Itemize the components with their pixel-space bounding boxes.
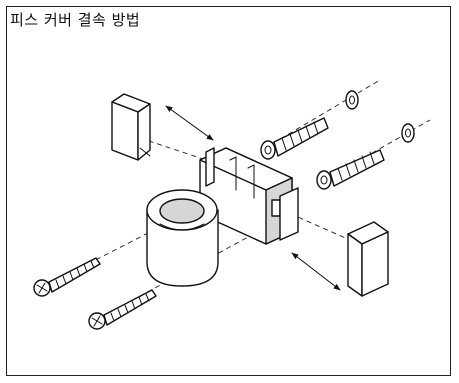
screw-upper (33, 257, 101, 297)
bracket-body (199, 147, 299, 245)
arrow-left-cover (165, 105, 214, 141)
page-title: 피스 커버 결속 방법 (10, 11, 141, 29)
slide-arrows (165, 105, 341, 291)
wall-anchor-top (260, 117, 329, 160)
arrow-right-cover (291, 252, 341, 291)
screw-cover-left (111, 93, 151, 161)
screw-cover-right (347, 221, 389, 297)
washer-right (401, 123, 415, 143)
screw-lower (88, 289, 157, 330)
wall-anchor-lower (316, 149, 385, 190)
washer-top (345, 90, 359, 110)
pipe-clamp-ring (146, 189, 219, 287)
